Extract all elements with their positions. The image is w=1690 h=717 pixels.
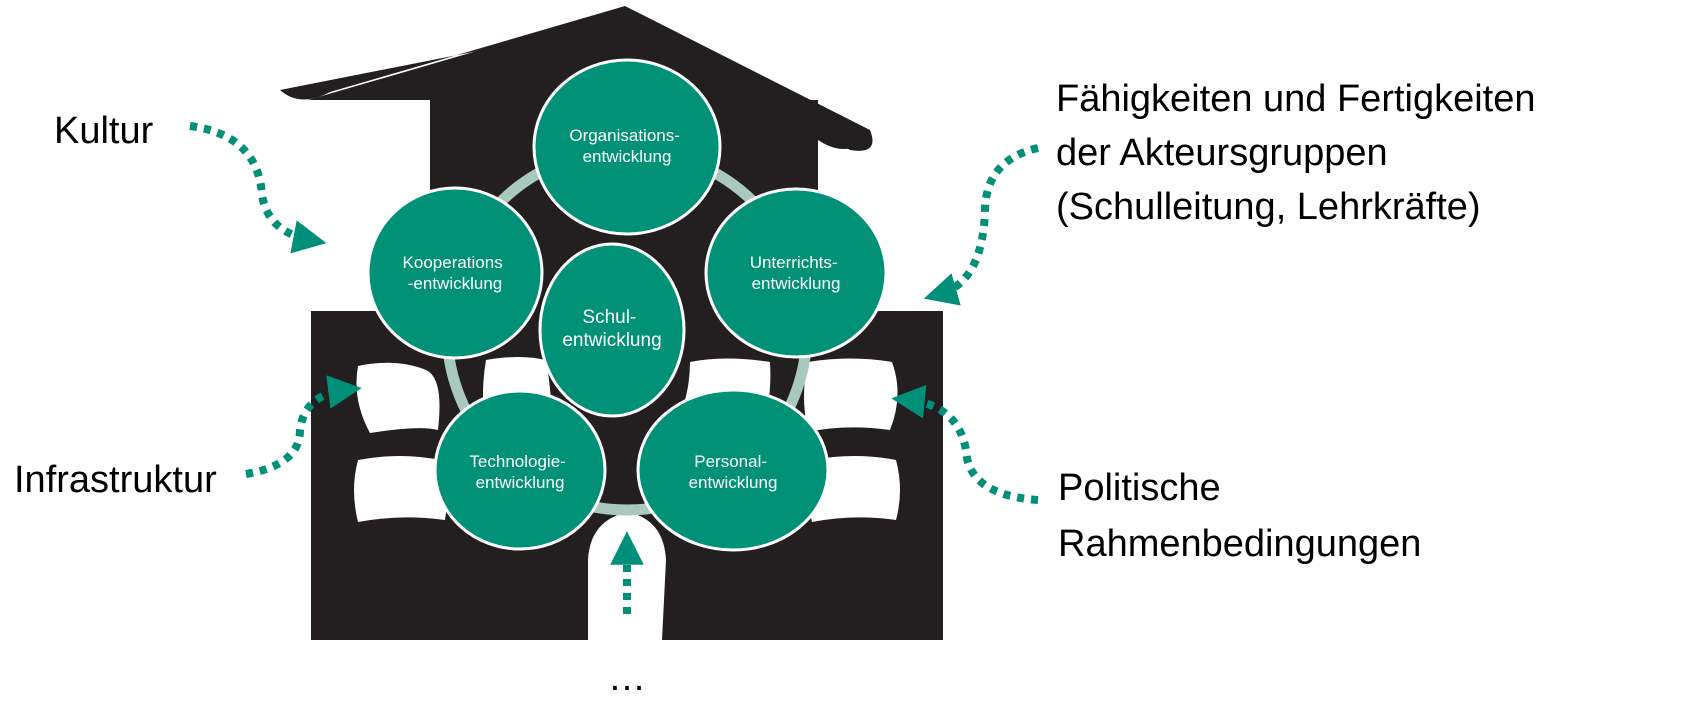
organisation-circle — [532, 58, 722, 236]
personal-label: Personal- entwicklung — [689, 452, 778, 492]
personal-node: Personal- entwicklung — [636, 388, 830, 552]
window-right-bottom — [808, 456, 900, 522]
politisch-line-2: Rahmenbedingungen — [1058, 523, 1421, 565]
factor-weitere: … — [608, 657, 646, 699]
arrow-kultur — [189, 122, 327, 254]
organisation-label: Organisations- entwicklung — [569, 126, 684, 166]
arrow-infrastruktur — [245, 375, 362, 478]
unterricht-label: Unterrichts- entwicklung — [750, 253, 843, 293]
faehigkeiten-line-3: (Schulleitung, Lehrkräfte) — [1056, 186, 1481, 228]
center-node: Schul- entwicklung — [538, 242, 686, 418]
personal-line-1: Personal- — [694, 452, 767, 471]
window-left-top — [356, 362, 440, 433]
faehigkeiten-line-1: Fähigkeiten und Fertigkeiten — [1056, 78, 1536, 120]
factor-kultur: Kultur — [54, 110, 154, 152]
technologie-node: Technologie- entwicklung — [433, 389, 607, 551]
center-line-1: Schul- — [582, 307, 636, 328]
politisch-line-1: Politische — [1058, 467, 1221, 509]
technologie-line-2: entwicklung — [476, 473, 565, 492]
personal-circle — [636, 388, 830, 552]
personal-line-2: entwicklung — [689, 473, 778, 492]
organisation-line-1: Organisations- — [569, 126, 680, 145]
organisation-node: Organisations- entwicklung — [532, 58, 722, 236]
infrastruktur-line-1: Infrastruktur — [14, 459, 217, 501]
kooperation-line-1: Kooperations — [403, 253, 503, 272]
house-roof-peak — [280, 6, 873, 151]
unterricht-node: Unterrichts- entwicklung — [704, 187, 888, 359]
technologie-line-1: Technologie- — [469, 452, 565, 471]
weitere-line-1: … — [608, 657, 646, 699]
kooperation-label: Kooperations -entwicklung — [403, 253, 508, 293]
unterricht-line-2: entwicklung — [752, 274, 841, 293]
arrow-faehigkeiten — [923, 144, 1039, 306]
unterricht-circle — [704, 187, 888, 359]
window-left-bottom — [354, 456, 447, 522]
technologie-label: Technologie- entwicklung — [469, 452, 570, 492]
organisation-line-2: entwicklung — [583, 147, 672, 166]
house-door — [588, 512, 666, 640]
factor-infrastruktur: Infrastruktur — [14, 459, 217, 501]
kooperation-circle — [366, 186, 544, 360]
technologie-circle — [433, 389, 607, 551]
factor-faehigkeiten: Fähigkeiten und Fertigkeiten der Akteurs… — [1056, 78, 1546, 228]
factor-politisch: Politische Rahmenbedingungen — [1058, 467, 1421, 565]
kooperation-node: Kooperations -entwicklung — [366, 186, 544, 360]
kooperation-line-2: -entwicklung — [408, 274, 503, 293]
window-right-top — [804, 358, 898, 432]
center-line-2: entwicklung — [562, 330, 661, 351]
center-label: Schul- entwicklung — [562, 307, 661, 351]
unterricht-line-1: Unterrichts- — [750, 253, 838, 272]
kultur-line-1: Kultur — [54, 110, 154, 152]
center-circle — [538, 242, 686, 418]
faehigkeiten-line-2: der Akteursgruppen — [1056, 132, 1388, 174]
influence-arrows — [189, 122, 1039, 614]
